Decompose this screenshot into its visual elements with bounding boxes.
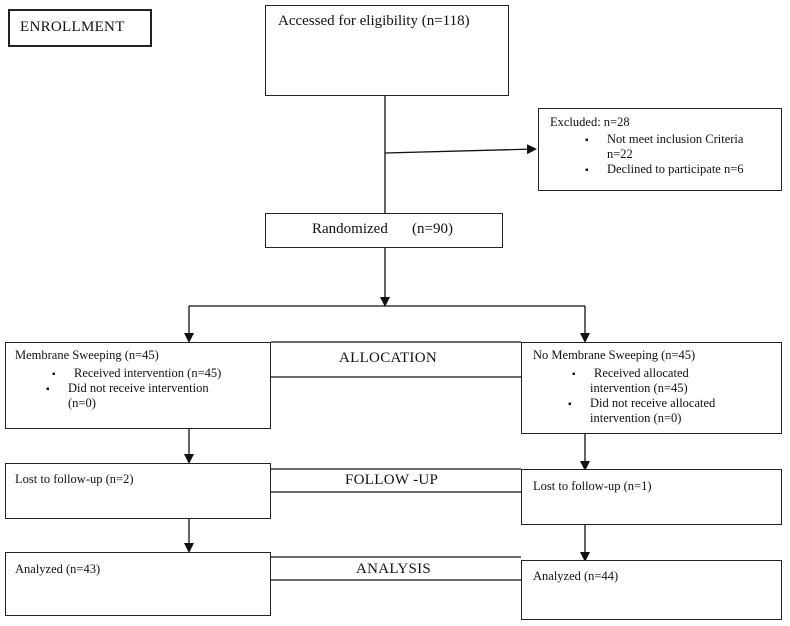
analysis-stage-label: ANALYSIS (356, 561, 432, 577)
right-allocation-list: Received allocated intervention (n=45) D… (568, 366, 715, 426)
left-allocation-item: Did not receive intervention (n=0) (46, 381, 221, 411)
randomized-box: Randomized (n=90) (265, 213, 503, 248)
excluded-list: Not meet inclusion Criteria n=22 Decline… (585, 132, 744, 178)
randomized-label: Randomized (312, 221, 388, 237)
excluded-item: Declined to participate n=6 (585, 162, 743, 178)
enrollment-stage-label: ENROLLMENT (20, 19, 125, 35)
left-allocation-box: Membrane Sweeping (n=45) Received interv… (5, 342, 271, 429)
excluded-item: Not meet inclusion Criteria n=22 (585, 132, 744, 162)
left-allocation-item: Received intervention (n=45) (52, 366, 221, 382)
excluded-box: Excluded: n=28 Not meet inclusion Criter… (538, 108, 782, 191)
left-allocation-title: Membrane Sweeping (n=45) (15, 348, 159, 362)
right-analysis-box: Analyzed (n=44) (521, 560, 782, 620)
randomized-count: (n=90) (412, 221, 453, 237)
right-followup-box: Lost to follow-up (n=1) (521, 469, 782, 525)
arrow-to-excluded (384, 144, 537, 155)
followup-stage-label: FOLLOW -UP (345, 472, 439, 488)
right-analysis-text: Analyzed (n=44) (533, 569, 619, 583)
left-allocation-list: Received intervention (n=45) Did not rec… (46, 366, 221, 411)
right-followup-text: Lost to follow-up (n=1) (533, 479, 652, 493)
left-analysis-box: Analyzed (n=43) (5, 552, 271, 616)
left-followup-text: Lost to follow-up (n=2) (15, 472, 134, 486)
right-allocation-item: Did not receive allocated intervention (… (568, 396, 715, 426)
right-allocation-box: No Membrane Sweeping (n=45) Received all… (521, 342, 782, 434)
enrollment-stage-box: ENROLLMENT (8, 9, 152, 47)
left-analysis-text: Analyzed (n=43) (15, 562, 101, 576)
left-followup-box: Lost to follow-up (n=2) (5, 463, 271, 519)
right-allocation-item: Received allocated intervention (n=45) (572, 366, 715, 396)
eligibility-text: Accessed for eligibility (n=118) (278, 13, 470, 29)
eligibility-box: Accessed for eligibility (n=118) (265, 5, 509, 96)
excluded-title: Excluded: n=28 (550, 115, 630, 129)
allocation-stage-label: ALLOCATION (339, 350, 437, 366)
right-allocation-title: No Membrane Sweeping (n=45) (533, 348, 696, 362)
